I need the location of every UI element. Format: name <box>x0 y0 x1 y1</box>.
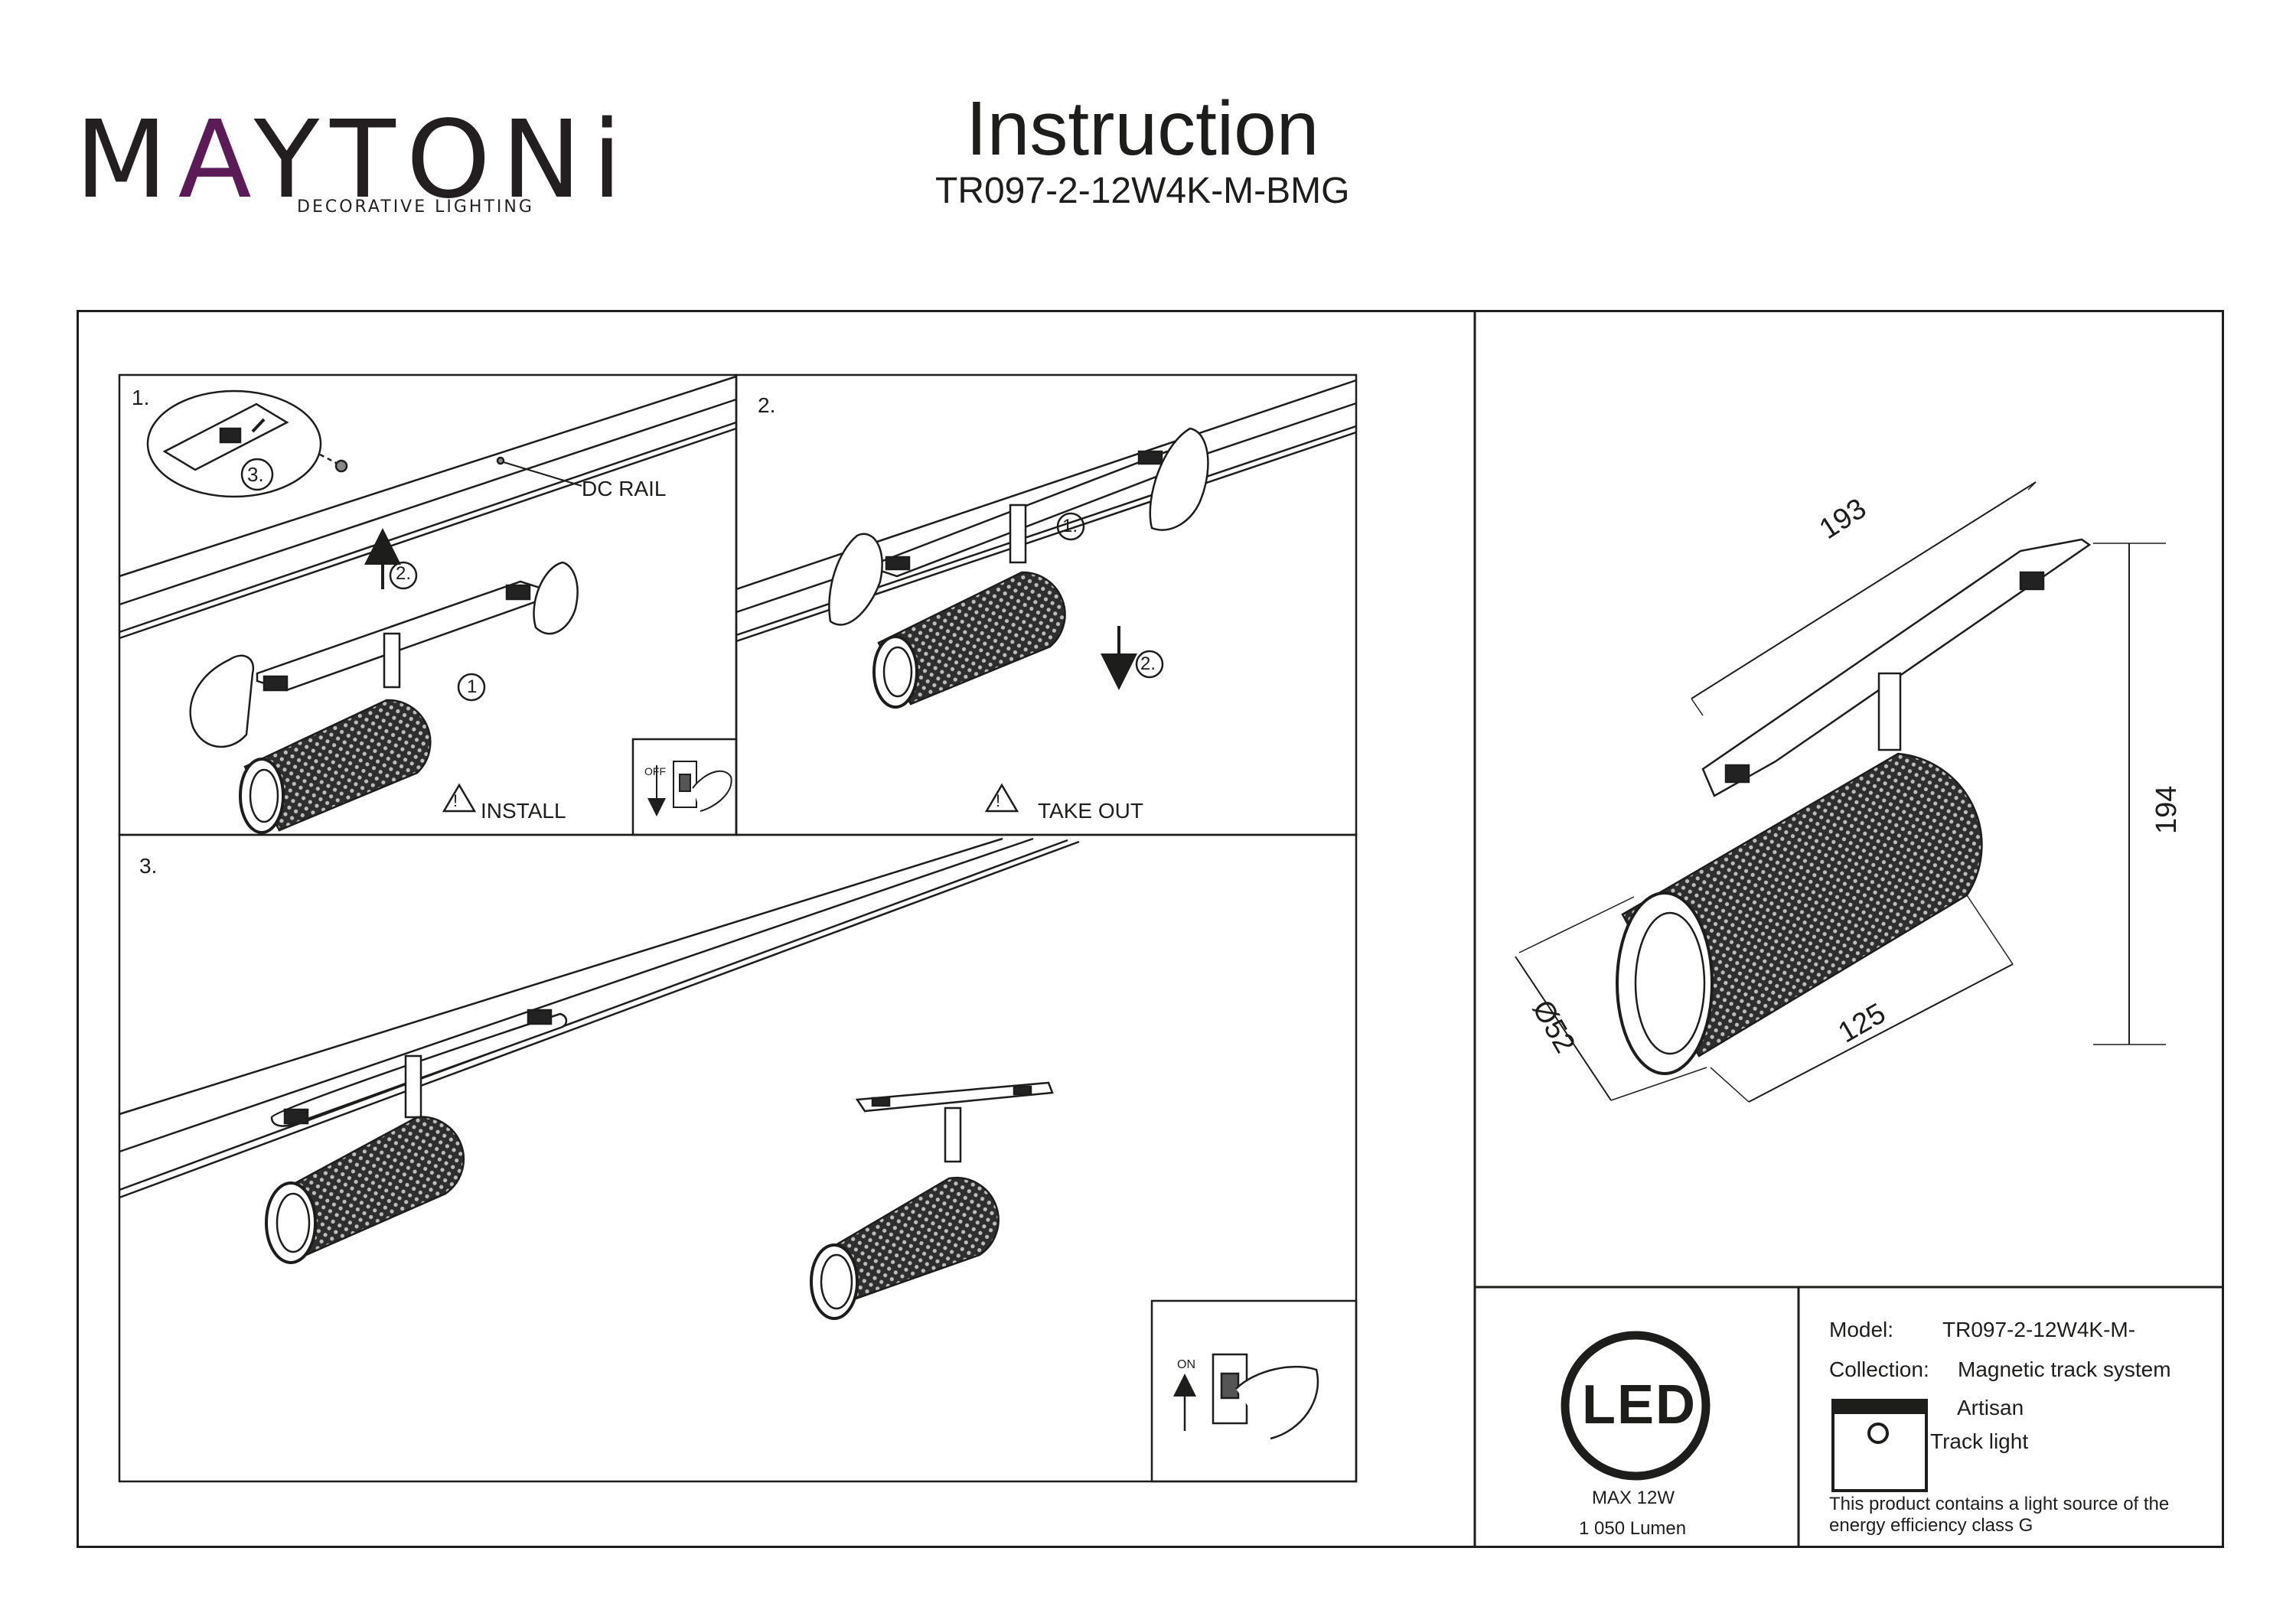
product-type: Track light <box>1930 1429 2029 1453</box>
take-out-caption: TAKE OUT <box>1038 799 1143 823</box>
install-warning-icon: ! <box>453 791 458 810</box>
track-light-symbol <box>1831 1399 1928 1492</box>
dimension-height: 194 <box>2151 785 2183 834</box>
led-badge-circle <box>1561 1331 1711 1481</box>
collection-value: Magnetic track system <box>1958 1357 2171 1381</box>
instruction-frame <box>77 310 2224 1548</box>
page-title: Instruction <box>966 86 1319 171</box>
energy-note-line2: energy efficiency class G <box>1829 1515 2033 1536</box>
step2-drawing <box>735 379 1357 813</box>
max-power: MAX 12W <box>1592 1488 1675 1508</box>
collection-sub: Artisan <box>1957 1396 2024 1419</box>
install-caption: INSTALL <box>481 799 566 823</box>
dc-rail-label: DC RAIL <box>582 477 667 500</box>
switch-on-drawing <box>1173 1353 1319 1440</box>
step1-sub-2: 2. <box>396 563 412 584</box>
brand-logo: MAYTONi <box>75 107 633 214</box>
step1-sub-1: 1 <box>467 676 478 697</box>
step3-number: 3. <box>139 854 158 878</box>
switch-on-label: ON <box>1177 1358 1195 1371</box>
energy-note-line1: This product contains a light source of … <box>1829 1494 2170 1514</box>
step2-sub-2: 2. <box>1140 653 1156 674</box>
take-out-warning-icon: ! <box>996 791 1001 810</box>
model-label: Model: <box>1829 1318 1894 1341</box>
step2-number: 2. <box>758 393 776 417</box>
brand-tagline: DECORATIVE LIGHTING <box>297 197 534 217</box>
switch-off-label: OFF <box>644 765 666 777</box>
step2-sub-1: 1. <box>1062 516 1078 536</box>
model-value: TR097-2-12W4K-M- <box>1942 1318 2136 1341</box>
step3-drawing <box>119 837 1080 1320</box>
dimension-drawing <box>1515 481 2166 1103</box>
brand-letters-ytoni: YTONi <box>253 98 633 223</box>
lumen-output: 1 050 Lumen <box>1579 1518 1687 1539</box>
brand-letter-a: A <box>178 98 254 223</box>
panel-step3 <box>118 833 1358 1483</box>
model-code: TR097-2-12W4K-M-BMG <box>935 171 1350 211</box>
step1-drawing <box>119 375 737 834</box>
switch-inset-off <box>631 738 738 836</box>
switch-inset-on <box>1150 1299 1358 1483</box>
brand-letter-m: M <box>75 98 178 223</box>
led-logo: LED <box>1582 1374 1697 1436</box>
collection-label: Collection: <box>1829 1357 1929 1381</box>
step1-number: 1. <box>132 386 150 409</box>
switch-off-drawing <box>647 761 732 816</box>
step1-sub-3: 3. <box>247 463 264 486</box>
